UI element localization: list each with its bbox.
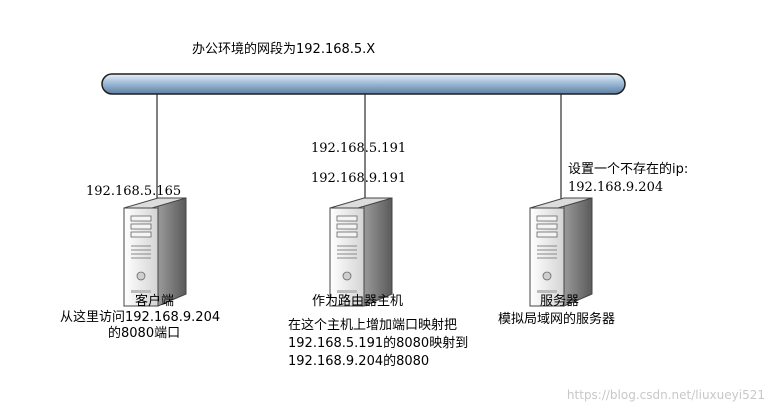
router-desc-line3: 192.168.9.204的8080	[288, 354, 429, 370]
router-name: 作为路由器主机	[312, 294, 403, 310]
client-desc-line2: 的8080端口	[108, 326, 180, 342]
server-name: 服务器	[540, 294, 579, 310]
client-ip: 192.168.5.165	[86, 184, 181, 200]
client-desc-line1: 从这里访问192.168.9.204	[60, 310, 220, 326]
client-name: 客户端	[135, 294, 174, 310]
diagram-title: 办公环境的网段为192.168.5.X	[192, 42, 375, 58]
router-ip-2: 192.168.9.191	[311, 171, 406, 187]
server-icon	[330, 198, 392, 306]
server-ip: 192.168.9.204	[568, 180, 663, 196]
server-icon	[124, 198, 186, 306]
router-desc-line2: 192.168.5.191的8080映射到	[288, 336, 468, 352]
network-bus	[102, 74, 625, 94]
router-desc-line1: 在这个主机上增加端口映射把	[288, 318, 457, 334]
watermark: https://blog.csdn.net/liuxueyi521	[567, 388, 765, 402]
router-ip-1: 192.168.5.191	[311, 141, 406, 157]
server-desc: 模拟局域网的服务器	[498, 312, 615, 328]
server-note: 设置一个不存在的ip:	[568, 162, 688, 178]
server-icon	[530, 198, 592, 306]
